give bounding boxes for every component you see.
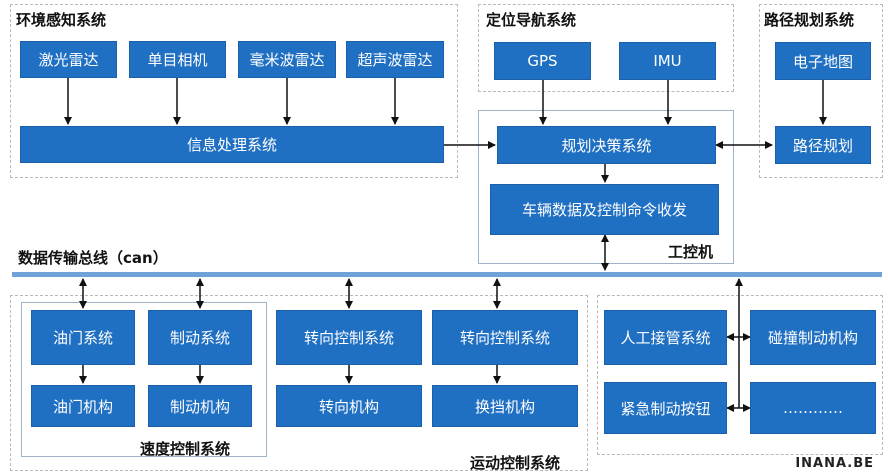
- info-processing-box: 信息处理系统: [20, 126, 444, 163]
- lidar-box: 激光雷达: [20, 41, 117, 78]
- ipc-title: 工控机: [668, 243, 714, 261]
- ultrasonic-radar-box: 超声波雷达: [346, 41, 444, 78]
- throttle-system-box: 油门系统: [31, 310, 135, 365]
- gear-mechanism-box: 换挡机构: [432, 385, 578, 427]
- ellipsis-box: …………: [750, 382, 876, 434]
- imu-box: IMU: [619, 42, 716, 80]
- speed-control-group: [21, 302, 267, 457]
- path-planning-box: 路径规划: [775, 126, 871, 164]
- electronic-map-box: 电子地图: [775, 42, 871, 80]
- motion-control-title: 运动控制系统: [470, 454, 561, 472]
- gps-box: GPS: [494, 42, 591, 80]
- planning-decision-box: 规划决策系统: [497, 126, 716, 164]
- collision-brake-box: 碰撞制动机构: [750, 310, 876, 365]
- camera-box: 单目相机: [129, 41, 226, 78]
- steering-mechanism-box: 转向机构: [276, 385, 422, 427]
- bus-label: 数据传输总线（can）: [18, 249, 168, 267]
- nav-group: [478, 4, 734, 92]
- path-planning-title: 路径规划系统: [764, 11, 855, 29]
- brake-system-box: 制动系统: [148, 310, 252, 365]
- steering-control-box-2: 转向控制系统: [432, 310, 578, 365]
- motion-control-group: [10, 295, 588, 471]
- path-planning-group: [759, 4, 883, 178]
- safety-group: [597, 295, 883, 455]
- mmwave-radar-box: 毫米波雷达: [238, 41, 336, 78]
- nav-title: 定位导航系统: [486, 11, 577, 29]
- watermark: INANA.BE: [795, 456, 874, 471]
- env-perception-group: [10, 4, 458, 178]
- brake-mechanism-box: 制动机构: [148, 385, 252, 427]
- emergency-stop-box: 紧急制动按钮: [604, 382, 727, 434]
- speed-control-title: 速度控制系统: [140, 440, 231, 458]
- data-bus: [12, 272, 882, 277]
- vehicle-data-box: 车辆数据及控制命令收发: [490, 184, 719, 235]
- manual-takeover-box: 人工接管系统: [604, 310, 727, 365]
- throttle-mechanism-box: 油门机构: [31, 385, 135, 427]
- steering-control-box: 转向控制系统: [276, 310, 422, 365]
- env-perception-title: 环境感知系统: [16, 11, 107, 29]
